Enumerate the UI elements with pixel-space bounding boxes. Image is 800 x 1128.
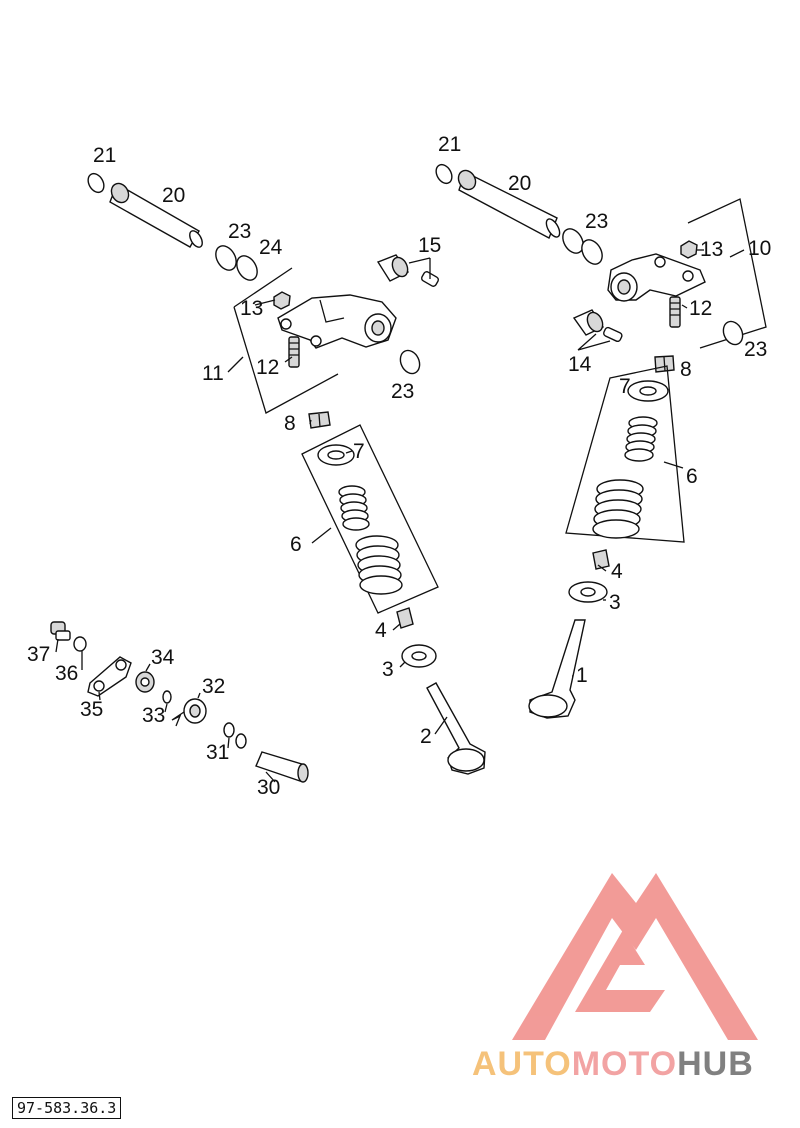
label-34: 34 xyxy=(151,646,175,669)
washer-23-left-lower xyxy=(399,349,421,375)
label-8-right: 8 xyxy=(680,358,692,381)
rocker-shaft-left xyxy=(87,172,203,248)
label-23-left-lower: 23 xyxy=(391,380,414,403)
spring-32 xyxy=(171,698,207,727)
label-10: 10 xyxy=(748,237,771,260)
label-23-right: 23 xyxy=(585,210,608,233)
label-33: 33 xyxy=(142,704,165,727)
label-21-right: 21 xyxy=(438,133,461,156)
valve-1 xyxy=(528,619,586,719)
rocker-arm-left xyxy=(277,294,397,349)
label-14: 14 xyxy=(568,353,592,376)
label-1: 1 xyxy=(576,664,588,687)
label-30: 30 xyxy=(257,776,280,799)
nut-13-right xyxy=(680,240,698,259)
label-7-right: 7 xyxy=(619,375,631,398)
adjusting-screw-12-right xyxy=(669,296,681,328)
brand-moto: MOTO xyxy=(571,1045,678,1083)
label-24-left: 24 xyxy=(259,236,283,259)
label-20-left: 20 xyxy=(162,184,185,207)
label-4-left: 4 xyxy=(375,619,387,642)
inner-spring-right xyxy=(624,416,658,462)
nut-13-left xyxy=(273,291,291,310)
rocker-arm-right xyxy=(607,253,706,302)
washer-36 xyxy=(73,636,87,652)
label-23-left: 23 xyxy=(228,220,251,243)
label-15: 15 xyxy=(418,234,441,257)
label-36: 36 xyxy=(55,662,78,685)
label-20-right: 20 xyxy=(508,172,531,195)
automotohub-logo xyxy=(512,873,758,1040)
bolt-37 xyxy=(50,621,71,641)
label-6-left: 6 xyxy=(290,533,302,556)
label-13-left: 13 xyxy=(240,297,263,320)
brand-hub: HUB xyxy=(677,1045,754,1083)
outer-spring-right xyxy=(592,479,644,539)
washer-23-right-lower xyxy=(722,320,744,346)
roller-15-left xyxy=(376,254,440,287)
label-21-left: 21 xyxy=(93,144,116,167)
link-plate-35 xyxy=(87,656,132,697)
washer-23-left xyxy=(215,245,237,271)
label-35: 35 xyxy=(80,698,103,721)
label-8-left: 8 xyxy=(284,412,296,435)
label-3-left: 3 xyxy=(382,658,394,681)
roller-14-right xyxy=(572,309,623,351)
washer-23-right xyxy=(562,228,584,254)
label-7-left: 7 xyxy=(353,440,365,463)
label-3-right: 3 xyxy=(609,591,621,614)
label-13-right: 13 xyxy=(700,238,723,261)
label-31: 31 xyxy=(206,741,229,764)
valve-seal-4-right xyxy=(592,549,610,570)
label-12-right: 12 xyxy=(689,297,712,320)
label-32: 32 xyxy=(202,675,225,698)
washer-23b-right xyxy=(581,239,603,265)
inner-spring-left xyxy=(338,485,370,531)
ring-33 xyxy=(162,690,172,704)
ring-31b xyxy=(235,733,247,749)
label-23-right-lower: 23 xyxy=(744,338,767,361)
rocker-shaft-right xyxy=(435,163,561,239)
brand-auto: AUTO xyxy=(472,1045,572,1083)
valve-seal-4-left xyxy=(396,607,414,629)
document-id: 97-583.36.3 xyxy=(12,1097,122,1119)
label-11: 11 xyxy=(202,362,224,385)
brand-wordmark: AUTOMOTOHUB xyxy=(472,1045,754,1084)
label-4-right: 4 xyxy=(611,560,623,583)
label-6-right: 6 xyxy=(686,465,698,488)
outer-spring-left xyxy=(355,535,403,595)
label-2: 2 xyxy=(420,725,432,748)
label-37: 37 xyxy=(27,643,50,666)
pin-30 xyxy=(255,751,309,783)
washer-24-left xyxy=(236,255,258,281)
ring-31a xyxy=(223,722,235,738)
valve-2 xyxy=(426,682,486,775)
label-12-left: 12 xyxy=(256,356,279,379)
adjusting-screw-12-left xyxy=(288,336,300,368)
